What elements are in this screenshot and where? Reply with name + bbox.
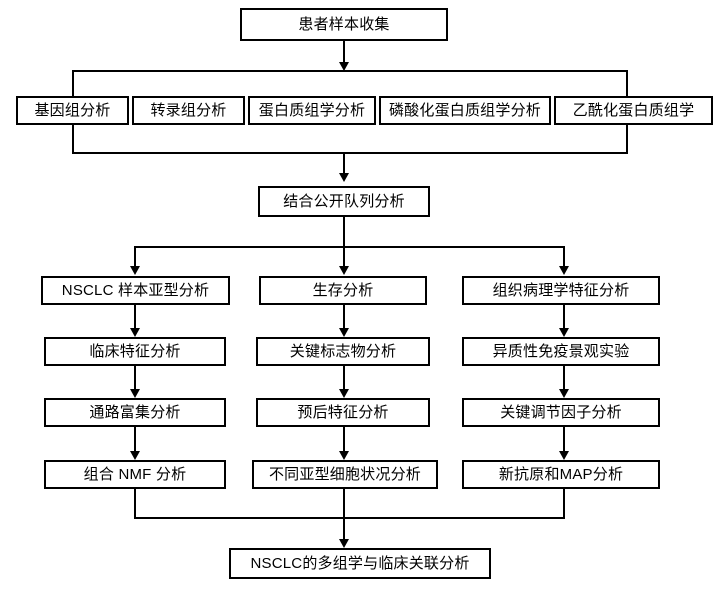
node-genomics[interactable]: 基因组分析	[16, 96, 129, 125]
connector-col3-to-footer-rise	[563, 489, 565, 519]
arrowhead-col2-3-4	[339, 451, 349, 460]
arrowhead-col1-3-4	[130, 451, 140, 460]
node-nsclc-sample-subtype-analysis[interactable]: NSCLC 样本亚型分析	[41, 276, 230, 305]
connector-omics-collect-left-rise	[72, 125, 74, 154]
connector-col2-2-3	[343, 366, 345, 391]
connector-merge-stem	[343, 217, 345, 247]
node-combined-public-cohort-analysis[interactable]: 结合公开队列分析	[258, 186, 430, 217]
connector-omics-collect-right-rise	[626, 125, 628, 154]
connector-col2-3-4	[343, 427, 345, 453]
connector-collect-to-merge	[343, 152, 345, 177]
arrowhead-col3-3-4	[559, 451, 569, 460]
node-acetylproteomics[interactable]: 乙酰化蛋白质组学	[554, 96, 713, 125]
arrowhead-branch-left	[130, 266, 140, 275]
arrowhead-col1-1-2	[130, 328, 140, 337]
node-transcriptomics[interactable]: 转录组分析	[132, 96, 245, 125]
connector-col1-3-4	[134, 427, 136, 453]
arrowhead-title-to-bus	[339, 62, 349, 71]
node-key-regulator-analysis[interactable]: 关键调节因子分析	[462, 398, 660, 427]
connector-col3-1-2	[563, 305, 565, 330]
arrowhead-col3-1-2	[559, 328, 569, 337]
arrowhead-col1-2-3	[130, 389, 140, 398]
node-combined-nmf-analysis[interactable]: 组合 NMF 分析	[44, 460, 226, 489]
node-neoantigen-and-map-analysis[interactable]: 新抗原和MAP分析	[462, 460, 660, 489]
node-patient-sample-collection[interactable]: 患者样本收集	[240, 8, 448, 41]
arrowhead-branch-right	[559, 266, 569, 275]
connector-col2-to-footer-rise	[343, 489, 345, 519]
connector-col1-1-2	[134, 305, 136, 330]
connector-branch-center-drop	[343, 246, 345, 268]
node-phosphoproteomics[interactable]: 磷酸化蛋白质组学分析	[379, 96, 551, 125]
connector-omics-collect-bus	[72, 152, 628, 154]
arrowhead-col2-2-3	[339, 389, 349, 398]
connector-omics-bus	[72, 70, 628, 72]
node-key-biomarker-analysis[interactable]: 关键标志物分析	[256, 337, 430, 366]
connector-col3-3-4	[563, 427, 565, 453]
connector-footer-stem	[343, 517, 345, 542]
connector-omics-bus-right-drop	[626, 70, 628, 96]
connector-three-way-bus	[134, 246, 564, 248]
connector-col1-2-3	[134, 366, 136, 391]
node-heterogeneous-immune-landscape-experiment[interactable]: 异质性免疫景观实验	[462, 337, 660, 366]
node-subtype-cell-state-analysis[interactable]: 不同亚型细胞状况分析	[252, 460, 438, 489]
connector-omics-bus-left-drop	[72, 70, 74, 96]
node-survival-analysis[interactable]: 生存分析	[259, 276, 427, 305]
connector-col1-to-footer-rise	[134, 489, 136, 519]
node-prognostic-feature-analysis[interactable]: 预后特征分析	[256, 398, 430, 427]
connector-col2-1-2	[343, 305, 345, 330]
connector-title-stem	[343, 41, 345, 66]
arrowhead-col2-1-2	[339, 328, 349, 337]
connector-branch-left-drop	[134, 246, 136, 268]
arrowhead-footer	[339, 539, 349, 548]
node-proteomics[interactable]: 蛋白质组学分析	[248, 96, 376, 125]
node-histopathology-feature-analysis[interactable]: 组织病理学特征分析	[462, 276, 660, 305]
arrowhead-col3-2-3	[559, 389, 569, 398]
connector-footer-bus	[134, 517, 565, 519]
connector-branch-right-drop	[563, 246, 565, 268]
node-nsclc-multiomics-clinical-association-analysis[interactable]: NSCLC的多组学与临床关联分析	[229, 548, 491, 579]
node-clinical-feature-analysis[interactable]: 临床特征分析	[44, 337, 226, 366]
node-pathway-enrichment-analysis[interactable]: 通路富集分析	[44, 398, 226, 427]
arrowhead-branch-center	[339, 266, 349, 275]
arrowhead-collect-to-merge	[339, 173, 349, 182]
connector-col3-2-3	[563, 366, 565, 391]
